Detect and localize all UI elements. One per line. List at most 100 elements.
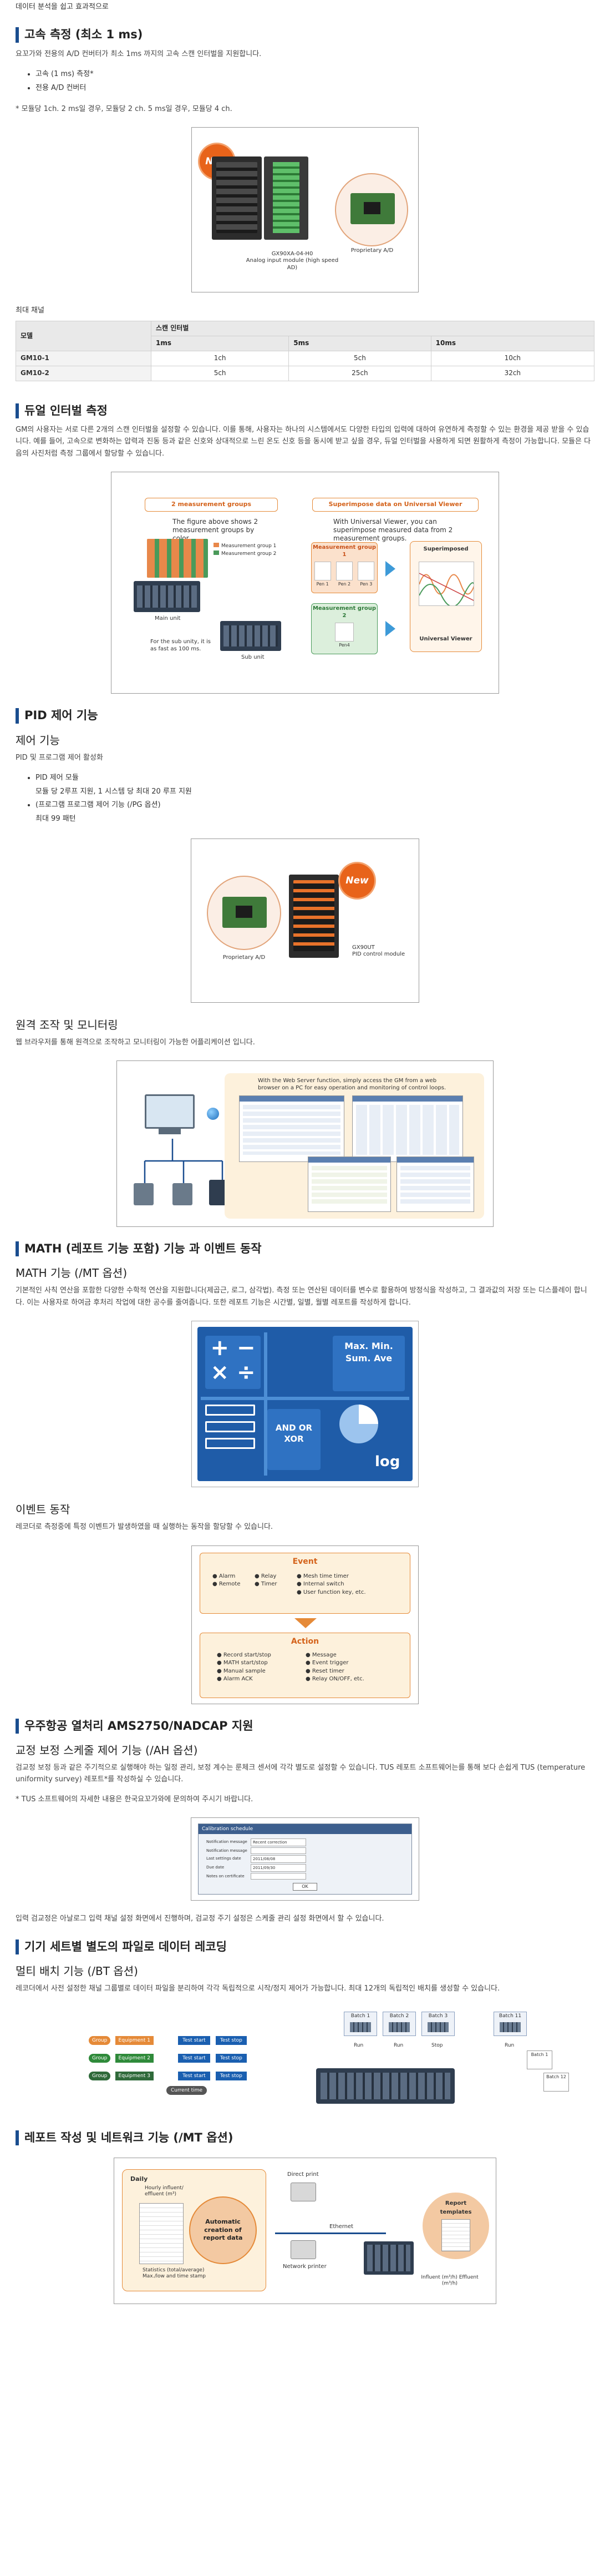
recorder-device-image: [364, 2241, 414, 2275]
pen-chart: [336, 562, 353, 581]
math-stats-tile: Max. Min. Sum. Ave: [333, 1336, 405, 1392]
bullet-main: (프로그램 프로그램 제어 기능 (/PG 옵션): [35, 801, 161, 810]
sub-unit-image: [220, 621, 281, 651]
batch-desc: 레코더에서 사전 설정한 채널 그룹별로 데이터 파일을 분리하여 각각 독립적…: [16, 1984, 500, 1993]
dialog-field-value[interactable]: [251, 1847, 306, 1855]
batch-file-box: Batch 1: [527, 2050, 552, 2069]
batch-box: Batch 2: [383, 2011, 416, 2036]
dialog-field-value[interactable]: Recent correction: [251, 1838, 306, 1847]
printer-icon: [291, 2182, 316, 2201]
pen-label: Pen 3: [360, 582, 373, 587]
math-illustration: + −× ÷ AND OR XOR Max. Min. Sum. Ave log: [197, 1327, 413, 1482]
dual-interval-figure: 2 measurement groups The figure above sh…: [111, 472, 499, 694]
aerospace-title: 우주항공 열처리 AMS2750/NADCAP 지원: [16, 1718, 594, 1734]
dialog-field-value[interactable]: 2011/09/30: [251, 1864, 306, 1872]
daily-label: Daily: [130, 2175, 148, 2183]
screenshot-image: [352, 1095, 463, 1163]
arrow-down-icon: [294, 1618, 317, 1628]
high-speed-note: * 모듈당 1ch. 2 ms일 경우, 모듈당 2 ch. 5 ms일 경우,…: [16, 104, 232, 113]
device-image: [134, 1183, 154, 1206]
dual-interval-title: 듀얼 인터벌 측정: [16, 403, 594, 418]
aerospace-note: * TUS 소프트웨어의 자세한 내용은 한국요꼬가와에 문의하여 주시기 바랍…: [16, 1795, 253, 1804]
module-image-black: [212, 156, 262, 240]
pie-chart-icon: [339, 1405, 378, 1444]
equipment-tag: Equipment 3: [115, 2071, 154, 2081]
group-2-label: Measurement group 2: [312, 605, 377, 619]
equipment-row: Group Equipment 1 Test start Test stop: [89, 2034, 299, 2045]
universal-viewer-label: Universal Viewer: [419, 636, 472, 643]
pid-title: PID 제어 기능: [16, 708, 594, 724]
test-start-tag: Test start: [178, 2035, 210, 2045]
table-cell: 5ch: [288, 351, 431, 366]
event-subtitle: 이벤트 동작: [16, 1503, 70, 1517]
dialog-field-label: Notes on certificate: [206, 1874, 245, 1879]
bullet-item: PID 제어 모듈 모듈 당 2루프 지원, 1 시스템 당 최대 20 루프 …: [35, 771, 594, 799]
module-label-line: Analog input module (high speed AD): [246, 257, 339, 271]
remote-desc: 웹 브라우저를 통해 원격으로 조작하고 모니터링이 가능한 어플리케이션 입니…: [16, 1038, 255, 1047]
event-header: Event: [292, 1557, 318, 1566]
test-start-tag: Test start: [178, 2071, 210, 2081]
test-start-tag: Test start: [178, 2053, 210, 2063]
group-1-label: Measurement group 1: [312, 544, 377, 558]
network-lines: [144, 1139, 223, 1184]
dialog-field-value[interactable]: 2011/08/08: [251, 1855, 306, 1863]
pen-label: Pen4: [339, 643, 350, 648]
high-speed-title: 고속 측정 (최소 1 ms): [16, 27, 594, 43]
pen-label: Pen 1: [316, 582, 329, 587]
web-server-bubble-text: With the Web Server function, simply acc…: [258, 1078, 446, 1091]
aerospace-footer-desc: 입력 검교정은 아날로그 입력 채널 설정 화면에서 진행하며, 검교정 주기 …: [16, 1915, 384, 1923]
pid-figure: Proprietary A/D New GX90UT PID control m…: [191, 838, 419, 1003]
action-panel: Action ● Record start/stop ● Message ● M…: [200, 1632, 410, 1698]
bullet-sub: 모듈 당 2루프 지원, 1 시스템 당 최대 20 루프 지원: [35, 787, 192, 796]
pid-bullets: PID 제어 모듈 모듈 당 2루프 지원, 1 시스템 당 최대 20 루프 …: [35, 771, 594, 826]
module-image-green: [264, 156, 308, 240]
pen-chart: [335, 623, 354, 642]
math-desc: 기본적인 사칙 연산을 포함한 다양한 수학적 연산을 지원합니다(제곱근, 로…: [16, 1286, 587, 1307]
remote-figure: With the Web Server function, simply acc…: [116, 1060, 494, 1228]
new-badge: New: [340, 863, 374, 898]
dialog-field-value[interactable]: [251, 1873, 306, 1880]
action-item: ● Reset timer: [306, 1668, 344, 1674]
legend-label: Measurement group 2: [221, 551, 277, 557]
equipment-tag: Equipment 2: [115, 2053, 154, 2063]
max-channels-label: 최대 채널: [16, 306, 44, 315]
ad-board-image: [335, 173, 408, 246]
dialog-field-label: Notification message: [206, 1848, 247, 1853]
dialog-title: Calibration schedule: [199, 1824, 411, 1835]
computer-icon: [145, 1094, 200, 1139]
action-item: ● Manual sample: [217, 1668, 266, 1674]
network-line: [275, 2232, 386, 2234]
action-item: ● Relay ON/OFF, etc.: [306, 1676, 364, 1683]
event-item: ● Relay: [255, 1573, 277, 1579]
math-figure: + −× ÷ AND OR XOR Max. Min. Sum. Ave log: [191, 1321, 419, 1488]
action-item: ● Event trigger: [306, 1660, 349, 1666]
test-stop-tag: Test stop: [215, 2071, 247, 2081]
legend-group-1: Measurement group 1: [214, 542, 276, 550]
table-cell: 1ch: [150, 351, 289, 366]
bullet-main: PID 제어 모듈: [35, 773, 79, 782]
event-figure: Event ● Alarm ● Relay ● Mesh time timer …: [191, 1545, 419, 1704]
checklist-icon: [205, 1405, 255, 1471]
batch-figure: Group Equipment 1 Test start Test stop G…: [28, 2006, 582, 2112]
superimposed-chart: [419, 562, 474, 607]
pen-label: Pen 2: [338, 582, 351, 587]
module-label-line: PID control module: [352, 951, 405, 958]
legend-group-2: Measurement group 2: [214, 550, 276, 558]
action-header: Action: [291, 1636, 319, 1646]
high-speed-bullets: 고속 (1 ms) 측정* 전용 A/D 컨버터: [35, 68, 594, 95]
event-item: ● Timer: [255, 1581, 277, 1588]
group-modules-image: [147, 539, 208, 578]
divider-line: [201, 1397, 409, 1401]
aerospace-desc: 검교정 보정 등과 같은 주기적으로 실행해야 하는 일정 관리, 보정 계수는…: [16, 1764, 586, 1784]
test-stop-tag: Test stop: [215, 2035, 247, 2045]
dialog-ok-button[interactable]: OK: [293, 1883, 317, 1891]
bullet-sub: 최대 99 패턴: [35, 815, 76, 824]
report-title: 레포트 작성 및 네트워크 기능 (/MT 옵션): [16, 2130, 594, 2145]
report-templates-label: Report templates: [440, 2200, 472, 2216]
calibration-dialog-figure: Calibration schedule Notification messag…: [191, 1817, 419, 1901]
table-cell: 32ch: [430, 365, 595, 381]
aerospace-subtitle: 교정 보정 스케줄 제어 기능 (/AH 옵션): [16, 1744, 198, 1757]
channels-table: 모델 스캔 인터벌 1ms 5ms 10ms GM10-1 1ch 5ch 10…: [16, 321, 595, 381]
report-figure: Daily Hourly influent/ effluent (m³) Aut…: [114, 2157, 496, 2304]
report-sheet-icon: [139, 2203, 184, 2264]
